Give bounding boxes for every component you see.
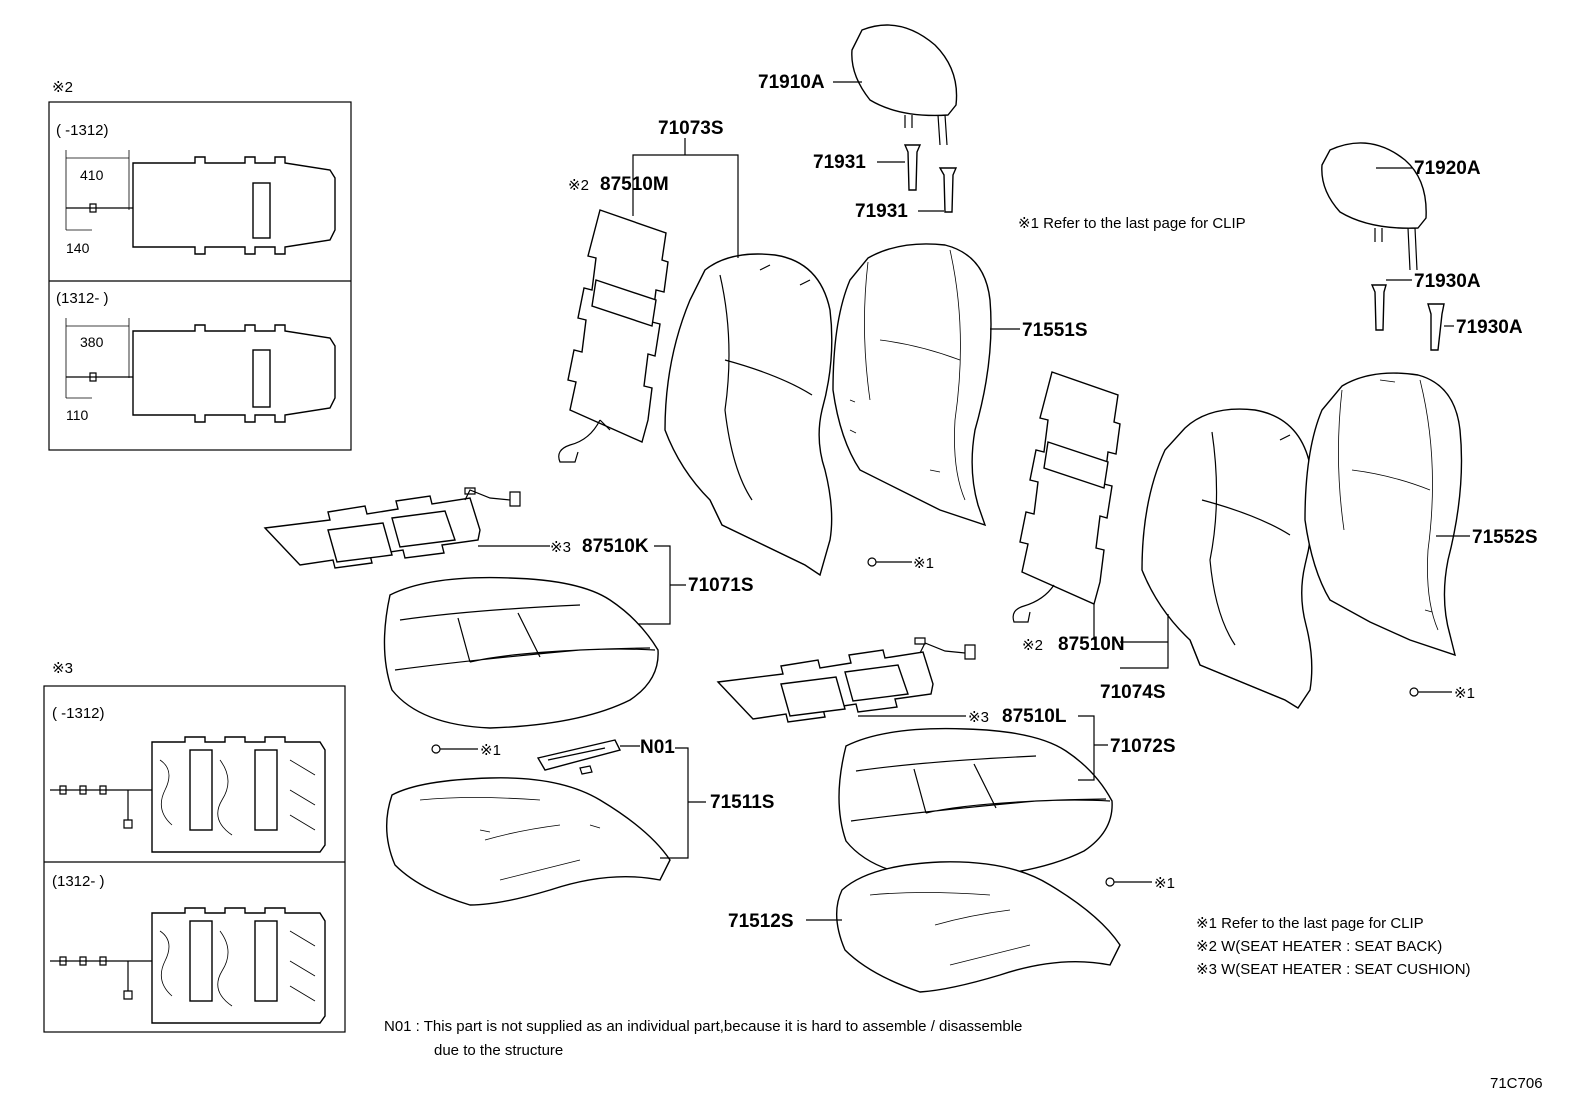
label-71930A-a: 71930A — [1414, 271, 1481, 292]
n01-note-line-1: N01 : This part is not supplied as an in… — [384, 1018, 1022, 1035]
seat-back-heater-sheet-2 — [132, 324, 336, 423]
clip-3 — [1105, 877, 1152, 887]
label-71551S: 71551S — [1022, 320, 1088, 341]
label-71072S: 71072S — [1110, 736, 1176, 757]
legend-seat-back-heater: ※2 W(SEAT HEATER : SEAT BACK) — [1196, 938, 1442, 955]
headrest-guide-71930A-a — [1370, 284, 1387, 331]
seat-cushion-71071S — [383, 576, 659, 729]
inset-seat-cushion-heater: ※3 ( -1312) (1312- ) — [43, 660, 346, 1033]
inset-seat-back-heater: ※2 ( -1312) 410 140 (1312- ) 380 110 — [48, 79, 352, 451]
headrest-71920A — [1321, 142, 1427, 229]
clip-2 — [431, 744, 478, 754]
clip-marker-3: ※1 — [1154, 875, 1175, 892]
clip-4 — [1409, 687, 1452, 697]
inset-seat-cushion-frame — [43, 685, 346, 1033]
inset-seat-cushion-range-1: ( -1312) — [52, 705, 105, 722]
clip-marker-1: ※1 — [913, 555, 934, 572]
inset-seat-back-marker: ※2 — [52, 79, 73, 96]
label-N01: N01 — [640, 737, 675, 758]
label-87510M-marker: ※2 — [568, 177, 589, 194]
seat-back-71073S — [664, 253, 833, 577]
seat-back-frame-71552S — [1304, 372, 1463, 657]
clip-marker-4: ※1 — [1454, 685, 1475, 702]
label-71512S: 71512S — [728, 911, 794, 932]
seat-cushion-heater-2 — [151, 907, 326, 1024]
inset-seat-back-range-1: ( -1312) — [56, 122, 109, 139]
seat-back-heater-87510M — [567, 209, 669, 443]
top-clip-note: ※1 Refer to the last page for CLIP — [1018, 215, 1246, 232]
label-87510N: 87510N — [1058, 634, 1125, 655]
seat-back-frame-71551S — [832, 243, 992, 527]
label-71074S: 71074S — [1100, 682, 1166, 703]
seat-cushion-pad-71512S — [836, 861, 1121, 993]
seat-cushion-pad-71511S — [385, 777, 671, 906]
headrest-guide-71930A-b — [1427, 303, 1445, 351]
inset-seat-cushion-marker: ※3 — [52, 660, 73, 677]
label-71071S: 71071S — [688, 575, 754, 596]
legend-clip: ※1 Refer to the last page for CLIP — [1196, 915, 1424, 932]
inset-seat-cushion-range-2: (1312- ) — [52, 873, 105, 890]
seat-back-heater-87510N — [1019, 371, 1121, 605]
part-N01 — [536, 739, 622, 771]
label-87510N-marker: ※2 — [1022, 637, 1043, 654]
label-87510L-marker: ※3 — [968, 709, 989, 726]
inset-seat-back-dim-bottom-2: 110 — [66, 407, 89, 423]
seat-back-71074S — [1141, 408, 1314, 709]
diagram-code: 71C706 — [1490, 1075, 1543, 1092]
inset-seat-back-dim-top-2: 380 — [80, 334, 104, 350]
n01-note-line-2: due to the structure — [434, 1042, 563, 1059]
label-71910A: 71910A — [758, 72, 825, 93]
headrest-guide-71931-b — [938, 167, 958, 213]
clip-marker-2: ※1 — [480, 742, 501, 759]
legend-seat-cushion-heater: ※3 W(SEAT HEATER : SEAT CUSHION) — [1196, 961, 1471, 978]
seat-cushion-heater-1 — [151, 736, 326, 853]
label-87510K: 87510K — [582, 536, 649, 557]
label-87510M: 87510M — [600, 174, 669, 195]
inset-seat-back-frame — [48, 101, 352, 451]
label-87510L: 87510L — [1002, 706, 1067, 727]
seat-back-heater-sheet-1 — [132, 156, 336, 255]
clip-1 — [867, 557, 912, 567]
inset-seat-back-range-2: (1312- ) — [56, 290, 109, 307]
label-71073S: 71073S — [658, 118, 724, 139]
label-71930A-b: 71930A — [1456, 317, 1523, 338]
label-87510K-marker: ※3 — [550, 539, 571, 556]
headrest-guide-71931-a — [903, 144, 922, 191]
label-71552S: 71552S — [1472, 527, 1538, 548]
label-71931-b: 71931 — [855, 201, 908, 222]
seat-cushion-71072S — [838, 727, 1113, 880]
inset-seat-back-dim-bottom-1: 140 — [66, 240, 90, 256]
inset-seat-back-dim-top-1: 410 — [80, 167, 104, 183]
label-71920A: 71920A — [1414, 158, 1481, 179]
label-71511S: 71511S — [710, 792, 774, 813]
headrest-71910A — [851, 24, 958, 117]
label-71931-a: 71931 — [813, 152, 866, 173]
